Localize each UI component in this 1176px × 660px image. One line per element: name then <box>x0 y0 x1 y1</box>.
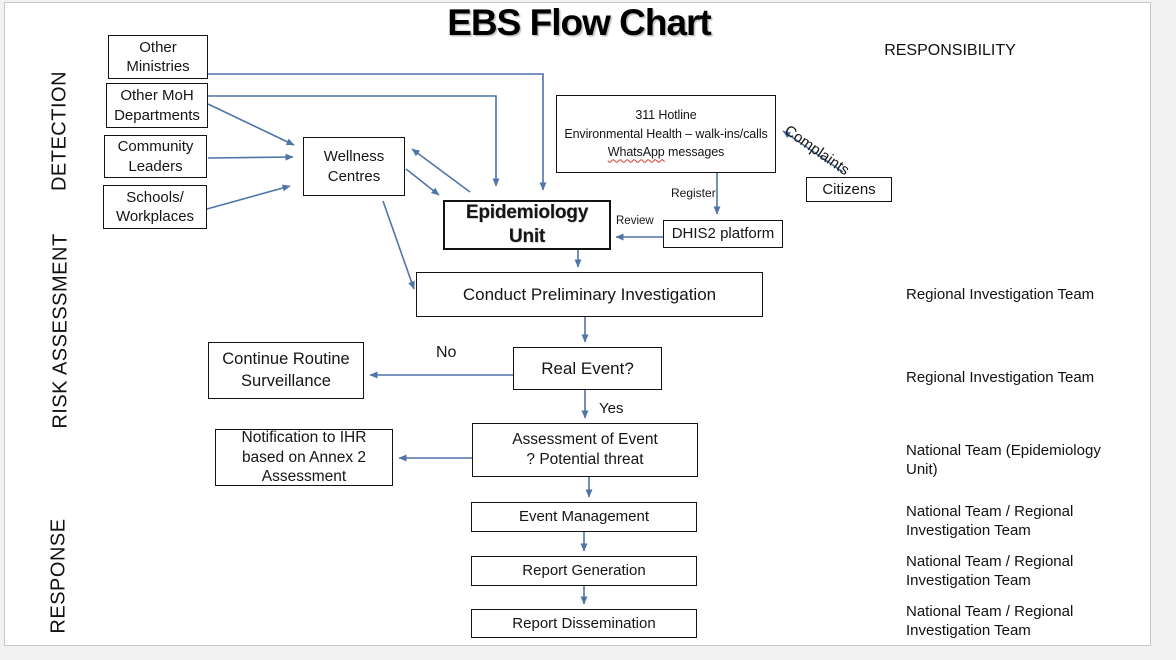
whatsapp-misspelled-word: WhatsApp <box>607 145 665 160</box>
node-other-moh-departments: Other MoH Departments <box>106 83 208 128</box>
node-label: Other Ministries <box>126 38 190 75</box>
node-event-management: Event Management <box>471 502 697 532</box>
hotline-line-3-rest: messages <box>664 145 725 160</box>
phase-label-response: RESPONSE <box>47 518 70 634</box>
phase-label-risk-assessment: RISK ASSESSMENT <box>49 233 72 429</box>
node-community-leaders: Community Leaders <box>104 135 207 178</box>
responsibility-national-team: National Team (Epidemiology Unit) <box>906 442 1101 479</box>
responsibility-regional-team-2: Regional Investigation Team <box>906 369 1095 386</box>
edge-label-register: Register <box>671 186 716 200</box>
hotline-line-1: 311 Hotline <box>635 107 697 122</box>
node-dhis2-platform: DHIS2 platform <box>663 220 783 248</box>
responsibility-national-regional-2: National Team / Regional Investigation T… <box>906 553 1074 590</box>
edge-label-review: Review <box>616 215 654 227</box>
node-label: Notification to IHR based on Annex 2 Ass… <box>241 428 367 486</box>
node-continue-routine-surveillance: Continue Routine Surveillance <box>208 342 364 399</box>
node-label: Real Event? <box>541 358 634 378</box>
page-title: EBS Flow Chart <box>447 2 712 43</box>
node-label: Report Generation <box>522 562 646 580</box>
node-citizens: Citizens <box>806 177 892 202</box>
node-label: Assessment of Event ? Potential threat <box>512 431 658 468</box>
node-label: Event Management <box>518 508 650 526</box>
node-other-ministries: Other Ministries <box>108 35 208 79</box>
node-label: Epidemiology Unit <box>465 201 589 247</box>
hotline-line-2: Environmental Health – walk-ins/calls <box>564 126 768 141</box>
responsibility-regional-team-1: Regional Investigation Team <box>906 286 1095 303</box>
node-report-dissemination: Report Dissemination <box>471 609 697 638</box>
node-label: Schools/ Workplaces <box>115 188 195 225</box>
node-schools-workplaces: Schools/ Workplaces <box>103 185 207 229</box>
node-label: Report Dissemination <box>512 614 656 632</box>
node-real-event-decision: Real Event? <box>513 347 662 390</box>
node-assessment-of-event: Assessment of Event ? Potential threat <box>472 423 698 477</box>
node-label: Citizens <box>822 180 876 198</box>
node-report-generation: Report Generation <box>471 556 697 586</box>
node-label: Conduct Preliminary Investigation <box>462 284 717 304</box>
node-notification-to-ihr: Notification to IHR based on Annex 2 Ass… <box>215 429 393 486</box>
node-label: Community Leaders <box>117 138 194 175</box>
phase-label-detection: DETECTION <box>48 70 71 192</box>
edge-label-no: No <box>436 344 457 361</box>
responsibility-column-header: RESPONSIBILITY <box>884 42 1016 59</box>
node-label: Continue Routine Surveillance <box>222 350 350 390</box>
responsibility-national-regional-3: National Team / Regional Investigation T… <box>906 603 1074 640</box>
node-label: Other MoH Departments <box>114 87 200 124</box>
responsibility-national-regional-1: National Team / Regional Investigation T… <box>906 503 1074 540</box>
node-conduct-preliminary-investigation: Conduct Preliminary Investigation <box>416 272 763 317</box>
node-label: DHIS2 platform <box>671 225 775 243</box>
edge-label-yes: Yes <box>599 400 624 417</box>
hotline-line-3: WhatsApp messages <box>607 143 725 162</box>
node-epidemiology-unit: Epidemiology Unit <box>443 200 611 250</box>
node-wellness-centres: Wellness Centres <box>303 137 405 196</box>
node-label: Wellness Centres <box>323 148 385 185</box>
node-311-hotline: 311 Hotline Environmental Health – walk-… <box>556 95 776 173</box>
